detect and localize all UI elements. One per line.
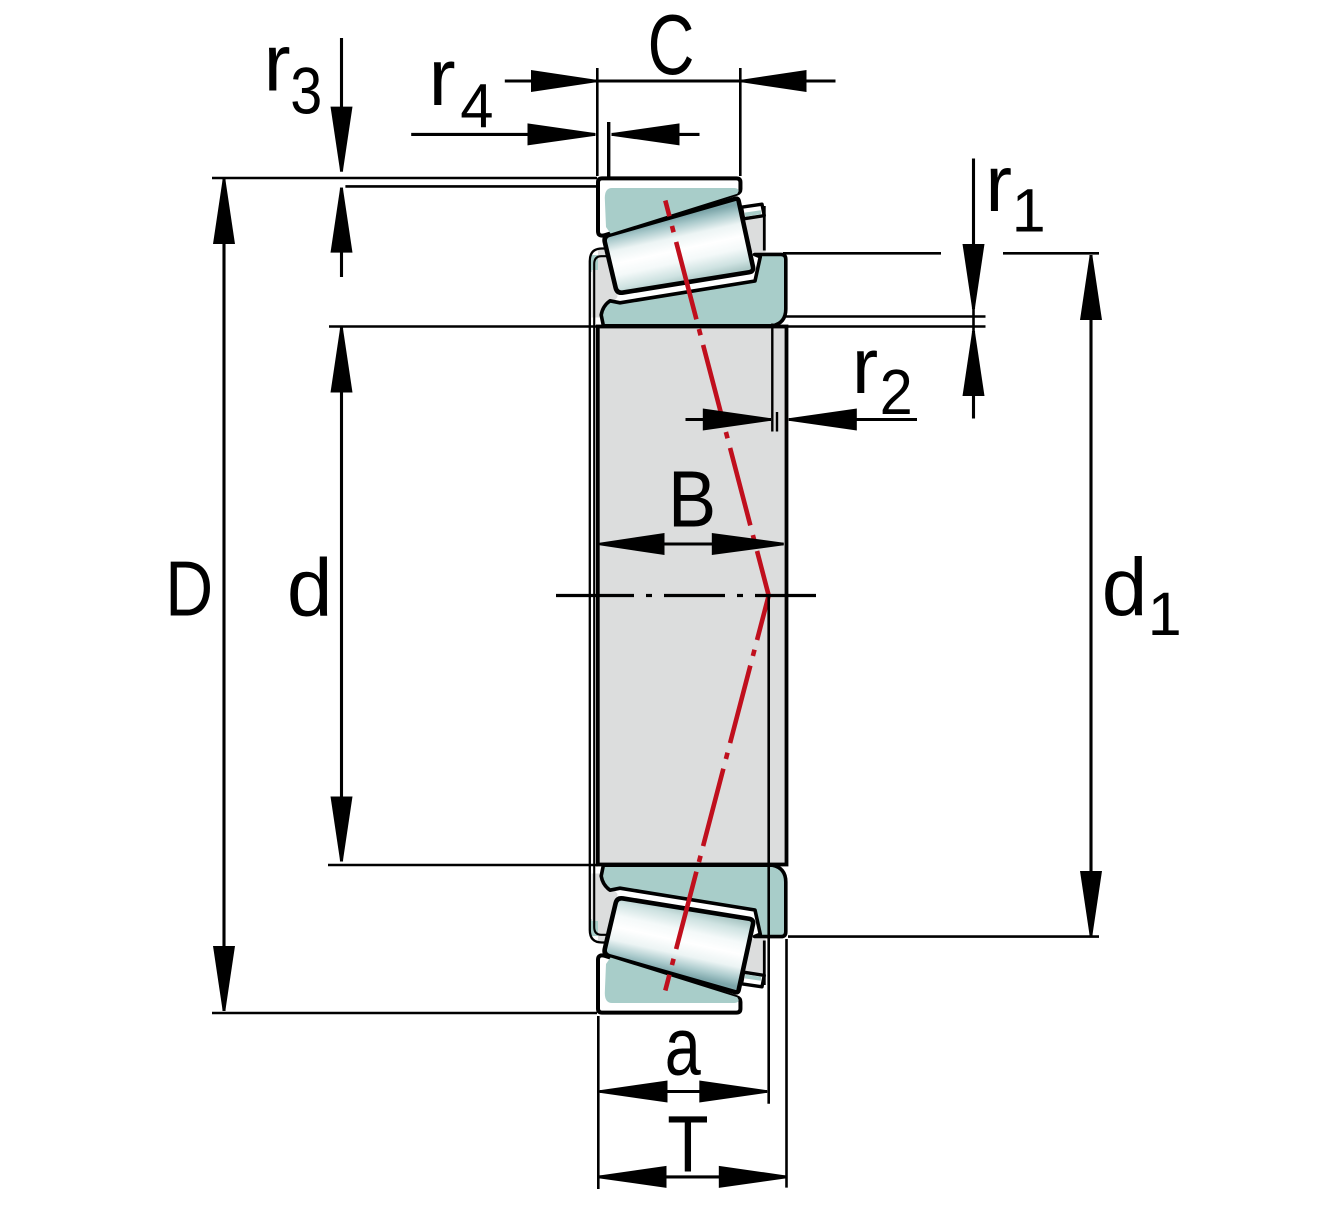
svg-text:d: d: [1102, 542, 1148, 633]
svg-text:3: 3: [290, 53, 322, 127]
svg-text:1: 1: [1148, 580, 1182, 648]
svg-text:B: B: [668, 454, 716, 543]
svg-text:4: 4: [460, 72, 493, 141]
svg-text:a: a: [665, 1001, 701, 1092]
svg-text:2: 2: [880, 356, 913, 428]
svg-text:r: r: [264, 19, 291, 109]
svg-text:r: r: [852, 321, 878, 410]
svg-text:r: r: [429, 33, 456, 123]
svg-text:D: D: [165, 545, 213, 633]
svg-text:d: d: [287, 543, 333, 634]
svg-text:T: T: [667, 1099, 708, 1188]
svg-text:C: C: [648, 0, 695, 93]
svg-text:r: r: [985, 139, 1012, 228]
svg-text:1: 1: [1012, 177, 1046, 245]
